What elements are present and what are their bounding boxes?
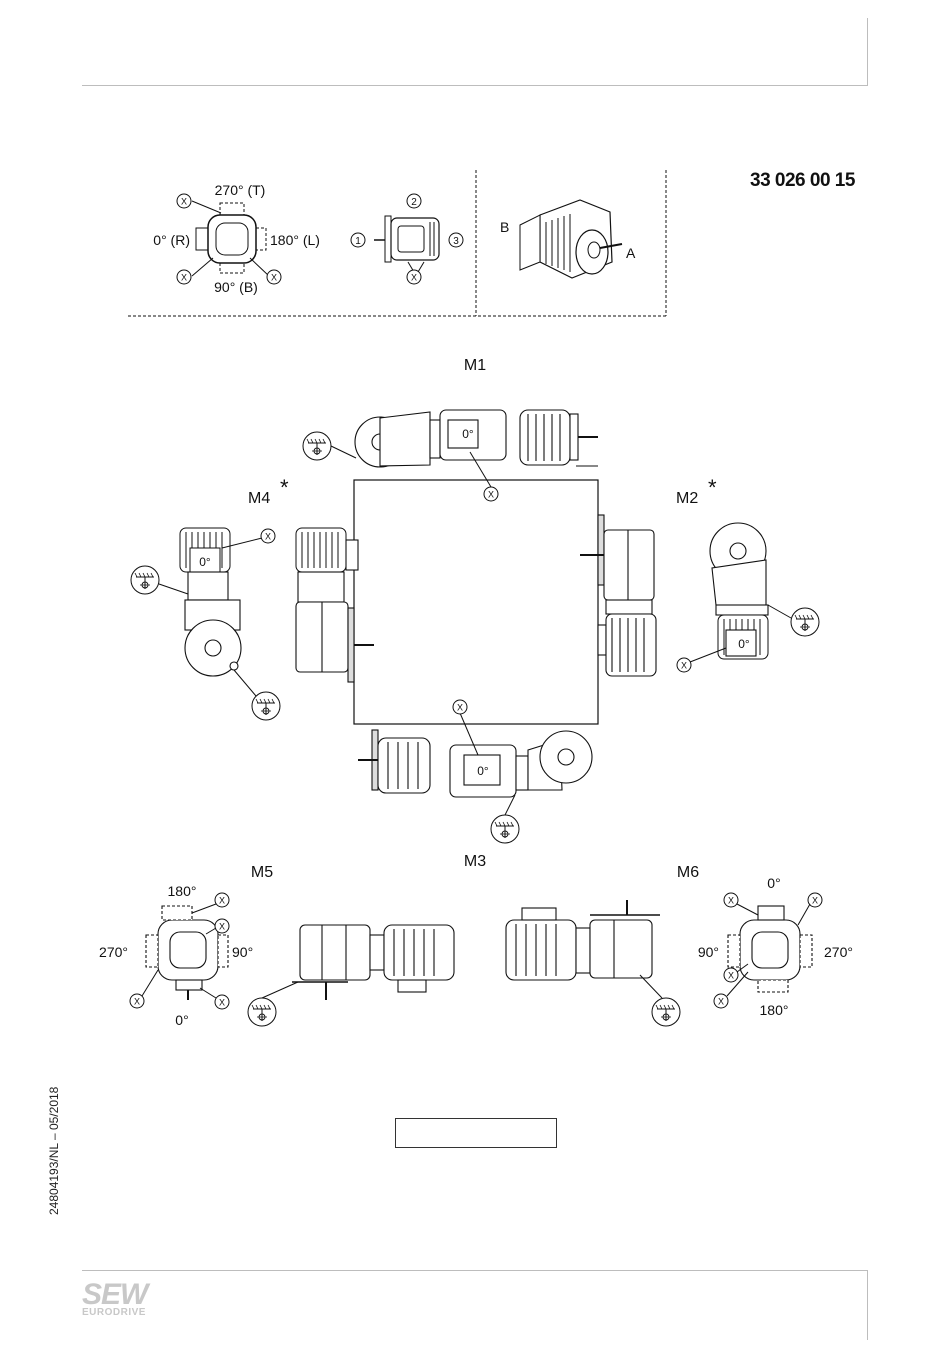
m3-label: M3 [464,853,486,870]
m2-terminal-label: 0° [738,637,750,651]
m5-angle-180: 180° [168,883,197,899]
terminal-270-label: 270° (T) [215,182,266,198]
m2-label: M2 [676,490,698,507]
terminal-box-view: 270° (T) 0° (R) 180° (L) 90° (B) [153,182,320,295]
m6-angle-0: 0° [767,875,780,891]
m4-label: M4 [248,490,270,507]
terminal-0-label: 0° (R) [153,232,190,248]
mounting-position-m5: M5 180° 270° 90° 0° [99,864,454,1028]
m2-star: * [708,475,717,500]
m5-angle-90: 90° [232,944,253,960]
mounting-position-m6: M6 0° 90° 270° 180° [506,864,853,1026]
m6-angle-180: 180° [760,1002,789,1018]
m6-angle-90: 90° [698,944,719,960]
m4-terminal-label: 0° [199,555,211,569]
cable-entry-2: 2 [411,197,417,208]
m4-star: * [280,475,289,500]
mounting-position-m2: M2 * 0° [580,475,819,676]
m1-terminal-label: 0° [462,427,474,441]
m6-angle-270: 270° [824,944,853,960]
cable-entry-1: 1 [355,236,361,247]
m5-angle-0: 0° [175,1012,188,1028]
reference-wall-block [354,480,598,724]
mounting-position-m3: M3 0° [358,700,592,870]
m5-angle-270: 270° [99,944,128,960]
cable-entry-view: 1 2 3 [351,194,463,284]
m5-label: M5 [251,864,273,881]
mounting-position-m1: M1 0° [303,357,598,501]
m1-label: M1 [464,357,486,374]
gear-unit-ab-view: B A [500,200,636,278]
cable-entry-3: 3 [453,236,459,247]
side-a-label: A [626,245,636,261]
m3-terminal-label: 0° [477,764,489,778]
mounting-position-m4: M4 * 0° [131,475,374,720]
side-b-label: B [500,219,509,235]
m6-label: M6 [677,864,699,881]
terminal-180-label: 180° (L) [270,232,320,248]
legend-panel: 270° (T) 0° (R) 180° (L) 90° (B) 1 2 3 [128,170,666,316]
terminal-90-label: 90° (B) [214,279,258,295]
